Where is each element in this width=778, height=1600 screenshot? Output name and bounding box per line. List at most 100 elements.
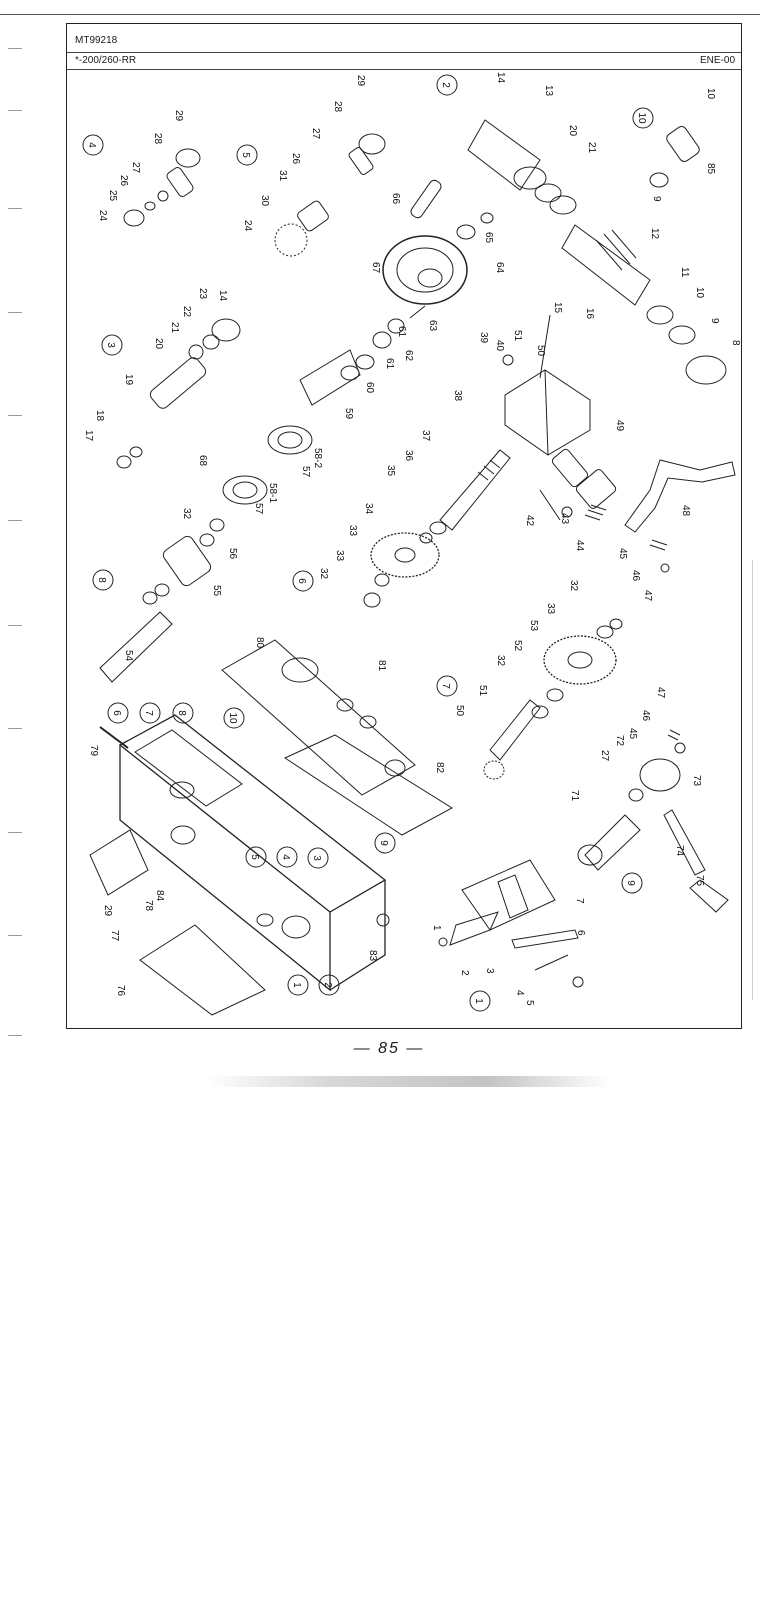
part-label: 45 <box>617 548 628 560</box>
drawing-frame: MT99218 *-200/260-RR ENE-00 <box>66 23 742 1029</box>
part-label: 65 <box>483 232 494 244</box>
group-circle <box>139 702 161 724</box>
group-label: 2 <box>322 982 333 988</box>
part-drawing <box>572 976 584 988</box>
part-label: 16 <box>584 308 595 320</box>
bearing-drawing <box>277 431 303 449</box>
strip-drawing <box>449 911 499 946</box>
part-drawing <box>674 742 686 754</box>
part-label: 21 <box>586 142 597 154</box>
handwheel-drawing <box>382 235 468 305</box>
margin-tick <box>8 208 22 209</box>
group-circle <box>374 832 396 854</box>
plate-drawing <box>283 734 453 836</box>
group-label: 9 <box>378 840 389 846</box>
clamp-drawing <box>461 859 556 931</box>
plate-hole-drawing <box>281 657 319 683</box>
part-label: 83 <box>367 950 378 962</box>
part-label: 61 <box>384 358 395 370</box>
part-label: 53 <box>528 620 539 632</box>
handle-drawing <box>410 179 442 219</box>
group-label: 7 <box>440 683 451 689</box>
group-circle <box>318 974 340 996</box>
part-label: 14 <box>495 72 506 84</box>
group-label: 5 <box>249 854 260 860</box>
shaft-drawing <box>439 449 511 531</box>
group-label: 4 <box>280 854 291 860</box>
group-label: 3 <box>311 855 322 861</box>
scan-artifact <box>205 1076 610 1087</box>
bore-drawing <box>169 781 195 799</box>
strip-drawing <box>511 929 579 949</box>
part-label: 40 <box>494 340 505 352</box>
part-label: 4 <box>514 990 525 996</box>
gear-drawing <box>543 635 617 685</box>
page-number: — 85 — <box>353 1040 425 1057</box>
plate-drawing <box>89 829 149 896</box>
part-label: 10 <box>694 287 705 299</box>
part-drawing <box>199 533 215 547</box>
part-drawing <box>531 705 549 719</box>
part-drawing <box>372 331 392 349</box>
group-label: 10 <box>636 112 647 124</box>
part-label: 2 <box>459 970 470 976</box>
part-label: 8 <box>730 340 741 346</box>
part-label: 18 <box>94 410 105 422</box>
part-label: 51 <box>477 685 488 697</box>
scan-edge-line <box>752 560 753 1000</box>
group-circle <box>276 846 298 868</box>
part-drawing <box>209 518 225 532</box>
part-label: 26 <box>118 175 129 187</box>
shaft-drawing <box>99 611 173 683</box>
part-label: 29 <box>102 905 113 917</box>
group-circle <box>107 702 129 724</box>
bore-drawing <box>170 825 196 845</box>
part-label: 5 <box>524 1000 535 1006</box>
part-label: 7 <box>574 898 585 904</box>
revision-code: ENE-00 <box>699 55 735 66</box>
part-label: 75 <box>694 875 705 887</box>
part-drawing <box>639 758 681 792</box>
part-label: 33 <box>347 525 358 537</box>
part-label: 32 <box>318 568 329 580</box>
margin-tick <box>8 832 22 833</box>
gear-drawing <box>483 760 505 780</box>
plate-hole-drawing <box>384 759 406 777</box>
part-label: 29 <box>173 110 184 122</box>
part-label: 27 <box>599 750 610 762</box>
lever-drawing <box>624 459 736 533</box>
part-label: 67 <box>370 262 381 274</box>
part-label: 9 <box>709 318 720 324</box>
part-label: 64 <box>494 262 505 274</box>
group-circle <box>469 990 491 1012</box>
spring-drawing <box>584 504 607 521</box>
sleeve-drawing <box>467 119 541 191</box>
part-label: 48 <box>680 505 691 517</box>
part-label: 57 <box>300 466 311 478</box>
gear-drawing <box>394 547 416 563</box>
part-label: 60 <box>364 382 375 394</box>
part-drawing <box>429 521 447 535</box>
variant-code: *-200/260-RR <box>75 55 137 66</box>
part-drawing <box>628 788 644 802</box>
part-label: 74 <box>674 845 685 857</box>
part-drawing <box>649 172 669 188</box>
group-circle <box>632 107 654 129</box>
part-label: 68 <box>197 455 208 467</box>
group-label: 10 <box>227 712 238 724</box>
bearing-drawing <box>232 481 258 499</box>
part-label: 33 <box>545 603 556 615</box>
plate-hole-drawing <box>359 715 377 729</box>
housing-drawing <box>329 880 386 991</box>
part-label: 35 <box>385 465 396 477</box>
clamp-drawing <box>497 874 529 919</box>
part-label: 28 <box>152 133 163 145</box>
part-label: 80 <box>254 637 265 649</box>
part-drawing <box>534 183 562 203</box>
thread-drawing <box>477 459 501 481</box>
part-label: 76 <box>115 985 126 997</box>
housing-drawing <box>162 535 212 587</box>
part-label: 32 <box>568 580 579 592</box>
part-label: 43 <box>559 513 570 525</box>
part-drawing <box>480 212 494 224</box>
